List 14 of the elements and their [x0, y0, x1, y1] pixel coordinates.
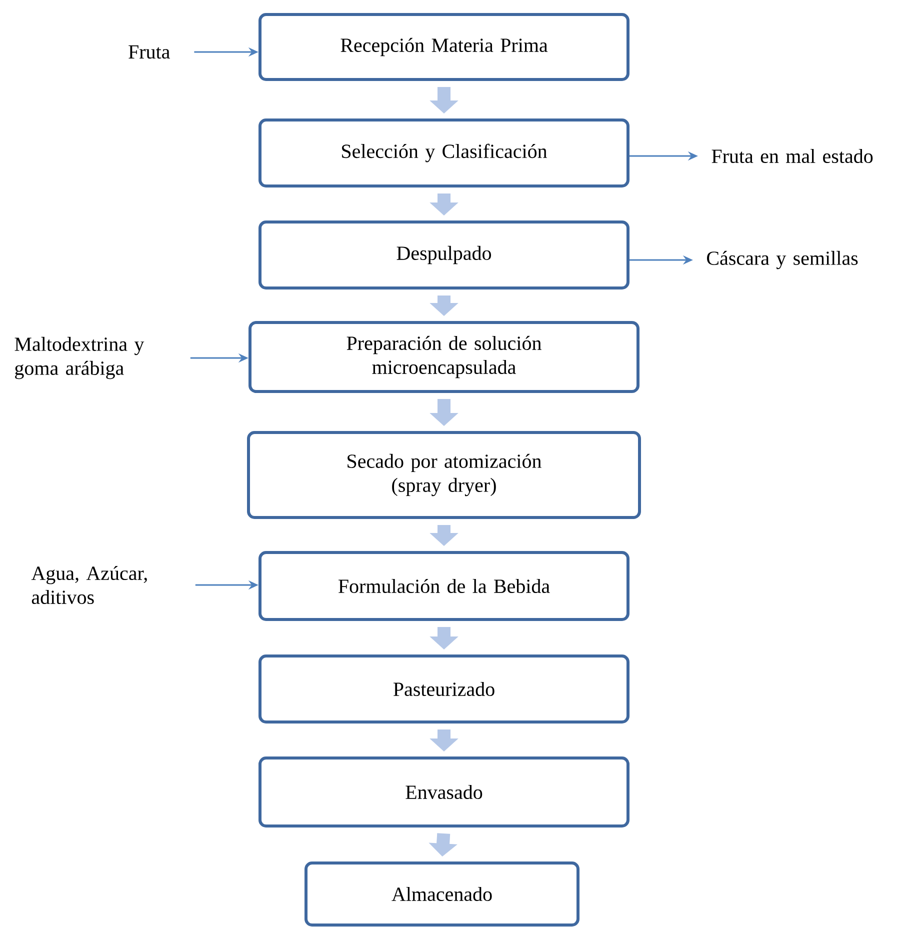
- process-box: Selección y Clasificación: [258, 118, 630, 188]
- text-label: Cáscara y semillas: [707, 250, 858, 270]
- text-label: Fruta: [128, 45, 170, 59]
- process-box: Pasteurizado: [258, 654, 630, 724]
- text-label: Maltodextrina y goma arábiga: [14, 336, 144, 380]
- text-label: Agua, Azúcar, aditivos: [31, 566, 147, 604]
- process-box: Recepción Materia Prima: [258, 13, 630, 81]
- process-box: Despulpado: [258, 220, 630, 290]
- process-box: Preparación de solución microencapsulada: [248, 321, 640, 393]
- process-box: Envasado: [258, 756, 630, 828]
- text-label: Fruta en mal estado: [712, 148, 873, 164]
- process-box: Secado por atomización (spray dryer): [247, 431, 641, 519]
- process-box: Formulación de la Bebida: [258, 551, 630, 621]
- process-box: Almacenado: [304, 862, 580, 926]
